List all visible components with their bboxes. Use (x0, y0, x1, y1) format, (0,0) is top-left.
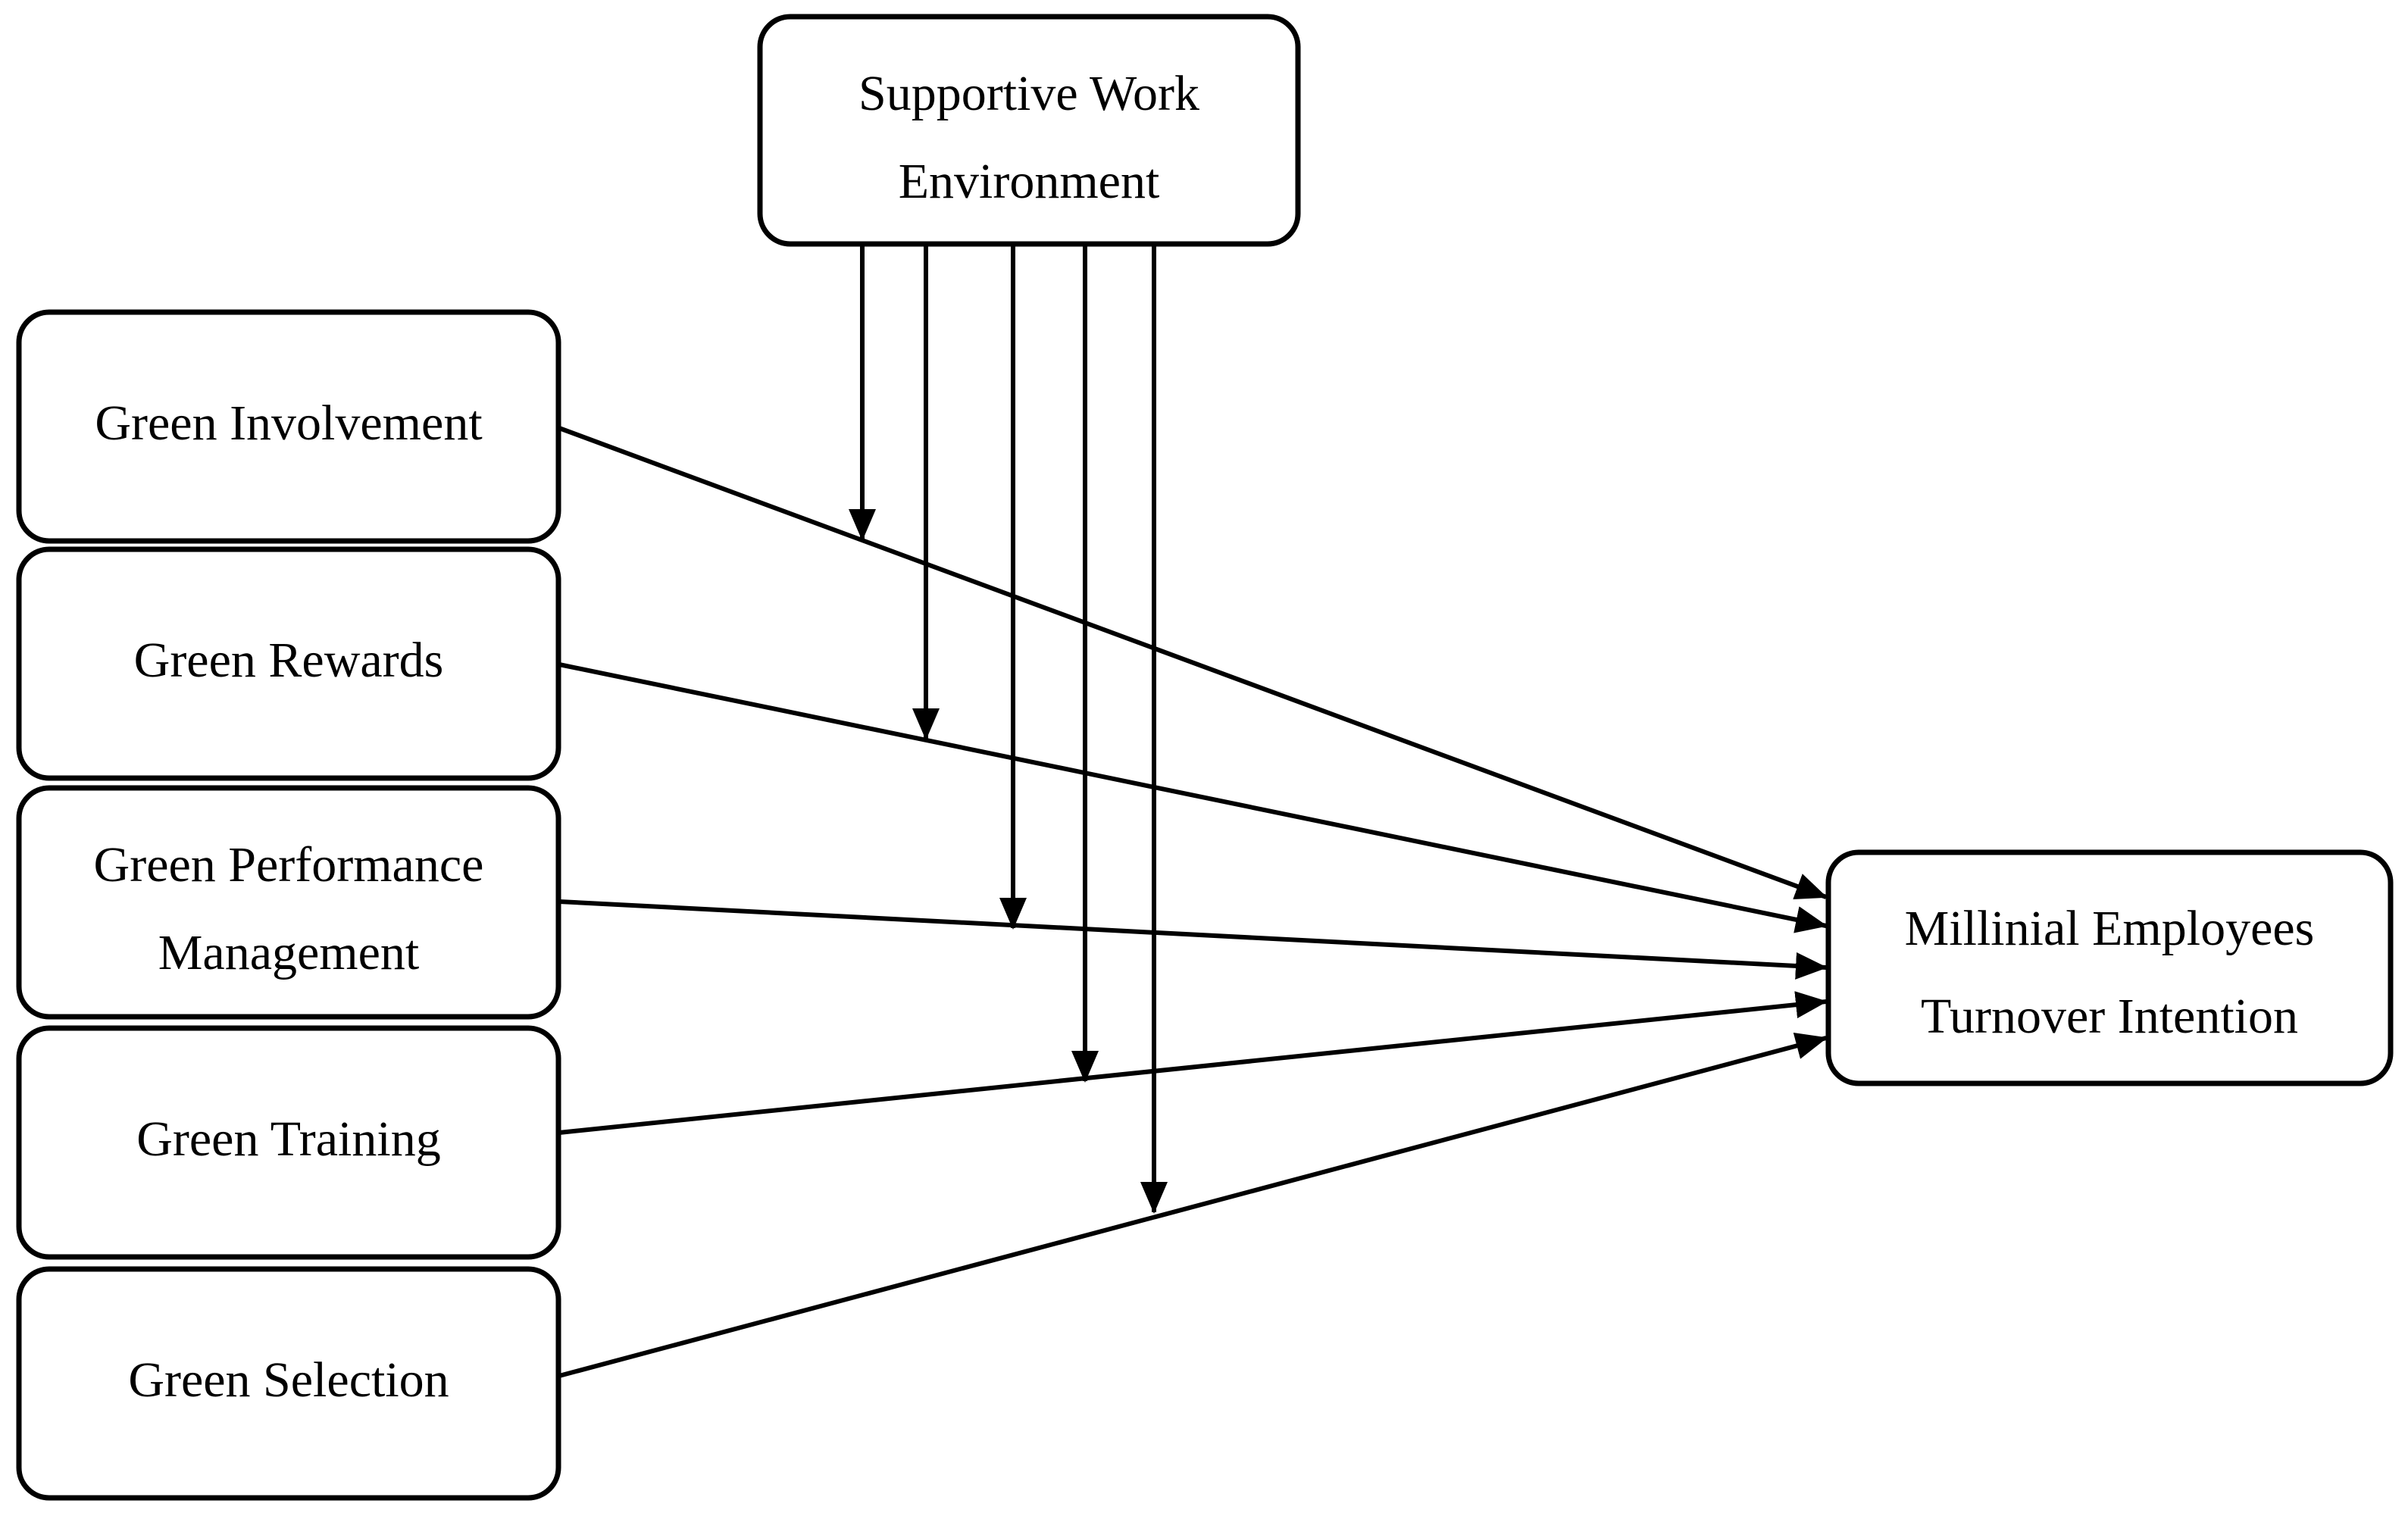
node-label-line-1: Green Performance (94, 837, 484, 892)
node-label: Green Involvement (95, 395, 482, 451)
node-box (16, 785, 561, 1020)
node-green-rewards: Green Rewards (16, 546, 561, 781)
node-box (16, 1266, 561, 1501)
edge-green-selection-to-turnover (558, 1032, 1828, 1378)
node-supportive-work-environment: Supportive Work Environment (757, 14, 1301, 247)
node-green-involvement: Green Involvement (16, 309, 561, 544)
node-box (757, 14, 1301, 247)
node-label-line-2: Turnover Intention (1921, 989, 2298, 1044)
node-millennial-turnover-intention: Millinial Employees Turnover Intention (1825, 849, 2394, 1086)
node-label-line-2: Environment (899, 154, 1160, 209)
node-box (1825, 849, 2394, 1086)
node-box (16, 309, 561, 544)
edge-green-training-to-turnover (558, 991, 1828, 1135)
node-label: Green Training (136, 1111, 440, 1167)
node-label: Green Selection (128, 1352, 449, 1408)
node-box (16, 546, 561, 781)
node-green-training: Green Training (16, 1025, 561, 1260)
edges-layer (558, 246, 1828, 1378)
node-label-line-2: Management (158, 925, 420, 980)
node-label: Green Rewards (134, 633, 444, 688)
node-green-selection: Green Selection (16, 1266, 561, 1501)
node-green-performance-management: Green Performance Management (16, 785, 561, 1020)
edge-green-performance-management-to-turnover (558, 899, 1828, 980)
node-box (16, 1025, 561, 1260)
edge-green-involvement-to-turnover (558, 426, 1828, 899)
edge-green-rewards-to-turnover (558, 662, 1828, 933)
node-label-line-1: Supportive Work (858, 66, 1199, 121)
node-label-line-1: Millinial Employees (1905, 901, 2315, 956)
